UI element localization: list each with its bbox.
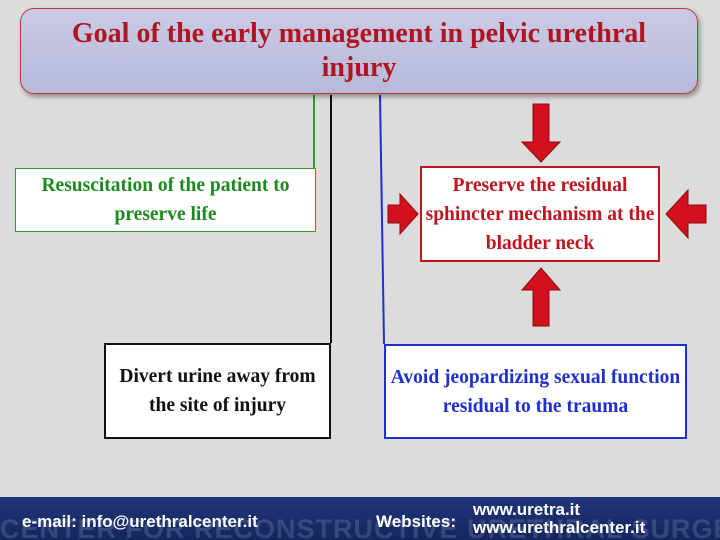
- arrow-up-icon: [520, 267, 562, 327]
- blue-connector: [379, 94, 385, 345]
- footer-url-uretra: www.uretra.it: [473, 500, 581, 519]
- divert-urine-box: Divert urine away from the site of injur…: [104, 343, 331, 439]
- footer-websites-label: Websites:: [376, 512, 456, 531]
- resuscitation-box: Resuscitation of the patient to preserve…: [15, 168, 316, 232]
- resuscitation-text: Resuscitation of the patient to preserve…: [41, 175, 290, 225]
- arrow-left-icon: [665, 188, 707, 240]
- arrow-right-icon: [387, 192, 419, 236]
- avoid-sexual-text: Avoid jeopardizing sexual function resid…: [390, 366, 681, 417]
- preserve-sphincter-box: Preserve the residual sphincter mechanis…: [420, 166, 660, 262]
- avoid-sexual-box: Avoid jeopardizing sexual function resid…: [384, 344, 687, 439]
- arrow-down-icon: [520, 103, 562, 163]
- slide-title: Goal of the early management in pelvic u…: [20, 8, 698, 94]
- divert-urine-text: Divert urine away from the site of injur…: [119, 366, 316, 416]
- preserve-sphincter-text: Preserve the residual sphincter mechanis…: [425, 174, 655, 254]
- footer-bar: CENTER FOR RECONSTRUCTIVE URETHRAL SURGE…: [0, 497, 720, 540]
- footer-url-urethralcenter: www.urethralcenter.it: [473, 518, 646, 537]
- footer-watermark: CENTER FOR RECONSTRUCTIVE URETHRAL SURGE…: [0, 514, 720, 540]
- footer-email: e-mail: info@urethralcenter.it: [22, 512, 258, 531]
- slide-title-text: Goal of the early management in pelvic u…: [71, 18, 647, 83]
